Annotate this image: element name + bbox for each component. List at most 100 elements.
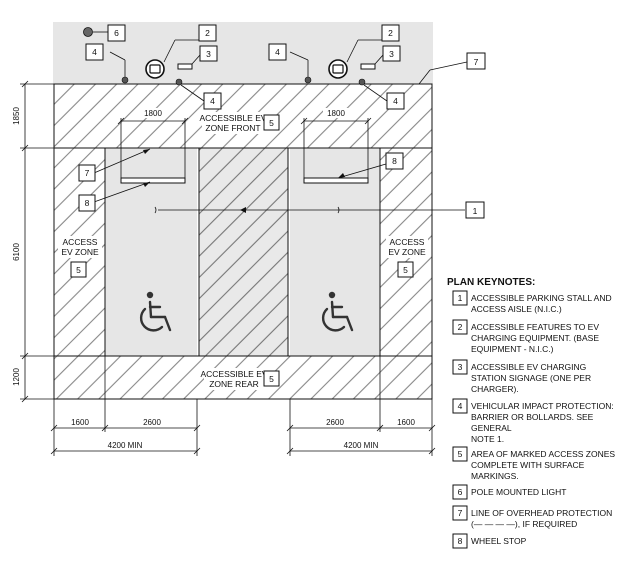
bollard-left-charger xyxy=(175,78,205,102)
tag-protection-b: 4 xyxy=(203,92,222,110)
svg-text:5: 5 xyxy=(458,449,463,459)
keynote-3: 3 ACCESSIBLE EV CHARGING STATION SIGNAGE… xyxy=(452,359,591,394)
tag-zone-rear: 5 xyxy=(263,370,280,387)
svg-text:ACCESSIBLE EV CHARGING: ACCESSIBLE EV CHARGING xyxy=(471,362,586,372)
wheel-stop-left xyxy=(120,177,186,184)
zone-front-label-2: ZONE FRONT xyxy=(205,123,260,133)
tag-zone-right: 5 xyxy=(397,261,414,278)
svg-text:4: 4 xyxy=(458,401,463,411)
charger-left-icon xyxy=(145,39,199,79)
svg-text:4: 4 xyxy=(393,96,398,106)
zone-left-label-1: ACCESS xyxy=(63,237,98,247)
svg-text:3: 3 xyxy=(458,362,463,372)
svg-text:4: 4 xyxy=(275,47,280,57)
svg-text:1: 1 xyxy=(473,206,478,216)
sign-dimension-left: 1800 xyxy=(117,108,189,178)
svg-text:POLE MOUNTED LIGHT: POLE MOUNTED LIGHT xyxy=(471,487,566,497)
keynote-5: 5 AREA OF MARKED ACCESS ZONES COMPLETE W… xyxy=(452,446,615,481)
svg-text:LINE OF OVERHEAD PROTECTION: LINE OF OVERHEAD PROTECTION xyxy=(471,508,612,518)
svg-text:5: 5 xyxy=(269,374,274,384)
keynote-8: 8 WHEEL STOP xyxy=(452,533,527,549)
signage-left-icon xyxy=(177,54,201,70)
dim-total-left: 4200 MIN xyxy=(108,441,143,450)
zone-rear-label-1: ACCESSIBLE EV xyxy=(200,369,267,379)
svg-text:1: 1 xyxy=(458,293,463,303)
overhead-protection-line xyxy=(53,83,433,400)
svg-text:VEHICULAR IMPACT PROTECTION:: VEHICULAR IMPACT PROTECTION: xyxy=(471,401,614,411)
svg-text:CHARGER).: CHARGER). xyxy=(471,384,519,394)
left-label-bg xyxy=(58,236,102,258)
zone-left-label-2: EV ZONE xyxy=(61,247,99,257)
svg-text:1800: 1800 xyxy=(327,109,345,118)
svg-text:8: 8 xyxy=(85,198,90,208)
svg-text:4: 4 xyxy=(92,47,97,57)
svg-text:CHARGING EQUIPMENT. (BASE: CHARGING EQUIPMENT. (BASE xyxy=(471,333,599,343)
right-label-bg xyxy=(386,236,428,258)
svg-text:ACCESSIBLE PARKING STALL AND: ACCESSIBLE PARKING STALL AND xyxy=(471,293,612,303)
zone-right-label-1: ACCESS xyxy=(390,237,425,247)
dim-total-right: 4200 MIN xyxy=(344,441,379,450)
keynote-1: 1 ACCESSIBLE PARKING STALL AND ACCESS AI… xyxy=(452,290,612,314)
svg-text:AREA OF MARKED ACCESS ZONES: AREA OF MARKED ACCESS ZONES xyxy=(471,449,615,459)
svg-text:3: 3 xyxy=(206,49,211,59)
keynotes-title: PLAN KEYNOTES: xyxy=(447,277,535,288)
tag-overhead: 7 xyxy=(418,52,486,85)
tag-zone-left: 5 xyxy=(70,261,87,278)
svg-text:ACCESS AISLE (N.I.C.): ACCESS AISLE (N.I.C.) xyxy=(471,304,562,314)
svg-text:6: 6 xyxy=(458,487,463,497)
shared-aisle xyxy=(198,147,289,357)
bottom-dimensions-right xyxy=(286,356,436,456)
svg-text:4: 4 xyxy=(210,96,215,106)
bollard-right-charger xyxy=(358,78,388,102)
svg-text:MARKINGS.: MARKINGS. xyxy=(471,471,519,481)
svg-text:8: 8 xyxy=(458,536,463,546)
svg-text:GENERAL: GENERAL xyxy=(471,423,512,433)
dim-aisle-left: 1600 xyxy=(71,418,89,427)
tag-overhead-left: 7 xyxy=(78,148,151,182)
tag-signage-right: 3 xyxy=(382,45,401,62)
wheelchair-icon-left xyxy=(139,291,172,332)
charger-right-icon xyxy=(328,39,382,79)
zone-rear-label-2: ZONE REAR xyxy=(209,379,259,389)
vertical-dimensions xyxy=(20,80,54,403)
svg-text:NOTE 1.: NOTE 1. xyxy=(471,434,504,444)
tag-protection-d: 4 xyxy=(386,92,405,110)
tag-charger-left: 2 xyxy=(198,24,217,42)
zone-right-label-2: EV ZONE xyxy=(388,247,426,257)
tag-charger-right: 2 xyxy=(381,24,400,42)
svg-text:5: 5 xyxy=(76,265,81,275)
svg-text:6: 6 xyxy=(114,28,119,38)
signage-right-icon xyxy=(360,54,384,70)
wheel-stop-right xyxy=(303,177,369,184)
svg-text:7: 7 xyxy=(474,57,479,67)
tag-wheelstop-left: 8 xyxy=(78,181,151,212)
svg-text:ACCESSIBLE FEATURES TO EV: ACCESSIBLE FEATURES TO EV xyxy=(471,322,599,332)
front-label-bg xyxy=(202,112,264,134)
svg-text:1800: 1800 xyxy=(144,109,162,118)
stall-leader xyxy=(154,206,465,214)
tag-protection-c: 4 xyxy=(268,43,287,61)
dim-top-band: 1850 xyxy=(12,107,21,125)
svg-text:EQUIPMENT - N.I.C.): EQUIPMENT - N.I.C.) xyxy=(471,344,554,354)
zone-front-label-1: ACCESSIBLE EV xyxy=(199,113,266,123)
dim-middle-band: 6100 xyxy=(12,243,21,261)
svg-text:7: 7 xyxy=(458,508,463,518)
svg-text:COMPLETE WITH SURFACE: COMPLETE WITH SURFACE xyxy=(471,460,585,470)
tag-wheelstop-right: 8 xyxy=(337,152,404,179)
svg-text:5: 5 xyxy=(269,118,274,128)
bollard-right-top xyxy=(289,51,312,84)
svg-text:(— — — —), IF REQUIRED: (— — — —), IF REQUIRED xyxy=(471,519,577,529)
tag-protection-a: 4 xyxy=(85,43,104,61)
svg-text:2: 2 xyxy=(388,28,393,38)
dim-bottom-band: 1200 xyxy=(12,368,21,386)
dim-stall-left: 2600 xyxy=(143,418,161,427)
keynote-2: 2 ACCESSIBLE FEATURES TO EV CHARGING EQU… xyxy=(452,319,599,354)
tag-stall: 1 xyxy=(465,201,485,219)
bottom-dimensions-left xyxy=(50,356,201,456)
bollard-left-top xyxy=(109,51,129,84)
svg-text:7: 7 xyxy=(85,168,90,178)
svg-text:8: 8 xyxy=(392,156,397,166)
rear-label-bg xyxy=(204,368,264,390)
dim-aisle-right: 1600 xyxy=(397,418,415,427)
